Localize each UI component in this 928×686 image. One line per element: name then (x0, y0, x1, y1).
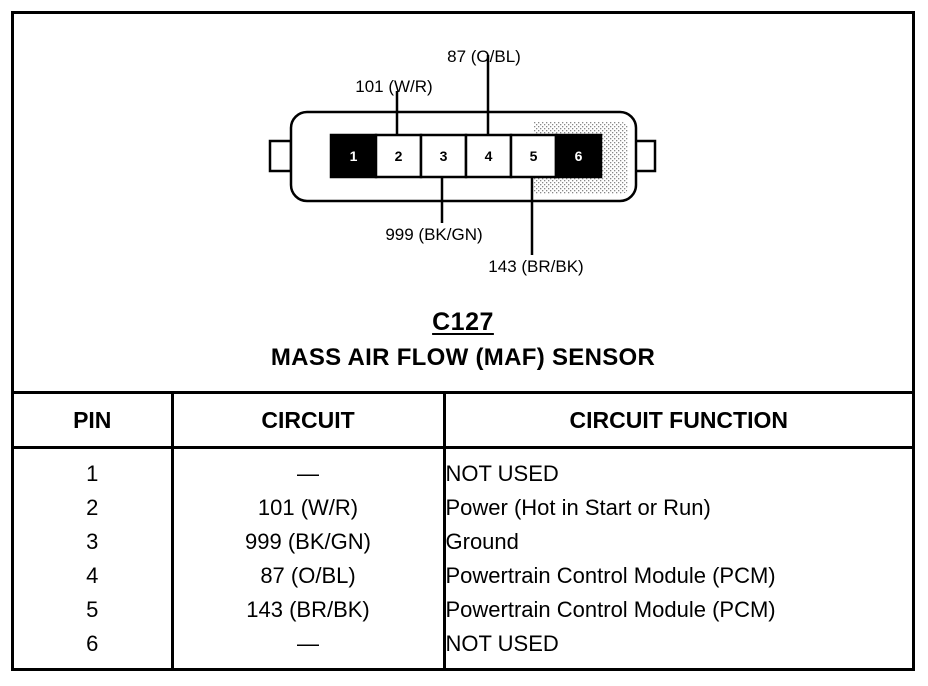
circuit-column: — 101 (W/R) 999 (BK/GN) 87 (O/BL) 143 (B… (170, 447, 444, 671)
function-value: Powertrain Control Module (PCM) (445, 597, 776, 622)
circuit-value: 999 (BK/GN) (245, 529, 371, 554)
header-circuit-function: CIRCUIT FUNCTION (442, 394, 912, 449)
callout-pin3: 999 (BK/GN) (385, 225, 482, 244)
pin-value: 4 (86, 563, 99, 588)
cavity-6 (554, 133, 603, 179)
pin-value: 5 (86, 597, 99, 622)
connector-diagram: 1 2 3 4 5 6 87 (O/BL) 101 (W/R) 999 (BK/GN) 1… (14, 14, 912, 391)
left-latch (268, 139, 293, 173)
function-column: NOT USED Power (Hot in Start or Run) Gro… (442, 447, 912, 671)
cavity-number-4: 4 (485, 148, 493, 164)
connector-id: C127 (432, 308, 494, 336)
function-value: Ground (445, 529, 519, 554)
connector-name: MASS AIR FLOW (MAF) SENSOR (270, 344, 656, 371)
table-body: 1 2 3 4 5 6 — 101 (W/R) 999 (BK/GN) 87 (… (14, 447, 912, 672)
callout-pin2: 101 (W/R) (355, 77, 432, 96)
callout-pin5: 143 (BR/BK) (488, 257, 583, 276)
function-value: Power (Hot in Start or Run) (445, 495, 711, 520)
section-divider (14, 391, 912, 394)
pinout-table: PIN CIRCUIT CIRCUIT FUNCTION 1 2 3 4 5 6… (14, 394, 912, 671)
circuit-value: 101 (W/R) (257, 495, 359, 520)
cavity-number-6: 6 (575, 148, 583, 164)
circuit-value: — (297, 631, 319, 656)
cavity-5 (509, 133, 558, 179)
pin-column: 1 2 3 4 5 6 (14, 448, 172, 672)
circuit-value: 87 (O/BL) (260, 563, 356, 588)
cavity-number-3: 3 (440, 148, 448, 164)
cavity-number-5: 5 (530, 148, 538, 164)
circuit-value: — (297, 461, 319, 486)
function-value: NOT USED (445, 631, 559, 656)
cavity-number-2: 2 (395, 148, 403, 164)
header-circuit: CIRCUIT (170, 394, 444, 449)
cavity-number-1: 1 (350, 148, 358, 164)
circuit-value: 143 (BR/BK) (246, 597, 370, 622)
table-header-row: PIN CIRCUIT CIRCUIT FUNCTION (14, 394, 912, 449)
pin-value: 2 (86, 495, 99, 520)
pin-value: 1 (86, 461, 99, 486)
cavity-2 (374, 133, 423, 179)
header-pin: PIN (14, 394, 172, 449)
function-value: NOT USED (445, 461, 559, 486)
callout-pin4: 87 (O/BL) (447, 47, 521, 66)
diagram-frame: 1 2 3 4 5 6 87 (O/BL) 101 (W/R) 999 (BK/GN) 1… (11, 11, 915, 671)
cavity-row: 1 2 3 4 5 6 (329, 133, 603, 179)
function-value: Powertrain Control Module (PCM) (445, 563, 776, 588)
connector-view: 1 2 3 4 5 6 87 (O/BL) 101 (W/R) 999 (BK/GN) 1… (268, 47, 657, 276)
cavity-3 (419, 133, 468, 179)
pin-value: 3 (86, 529, 99, 554)
pin-value: 6 (86, 631, 99, 656)
